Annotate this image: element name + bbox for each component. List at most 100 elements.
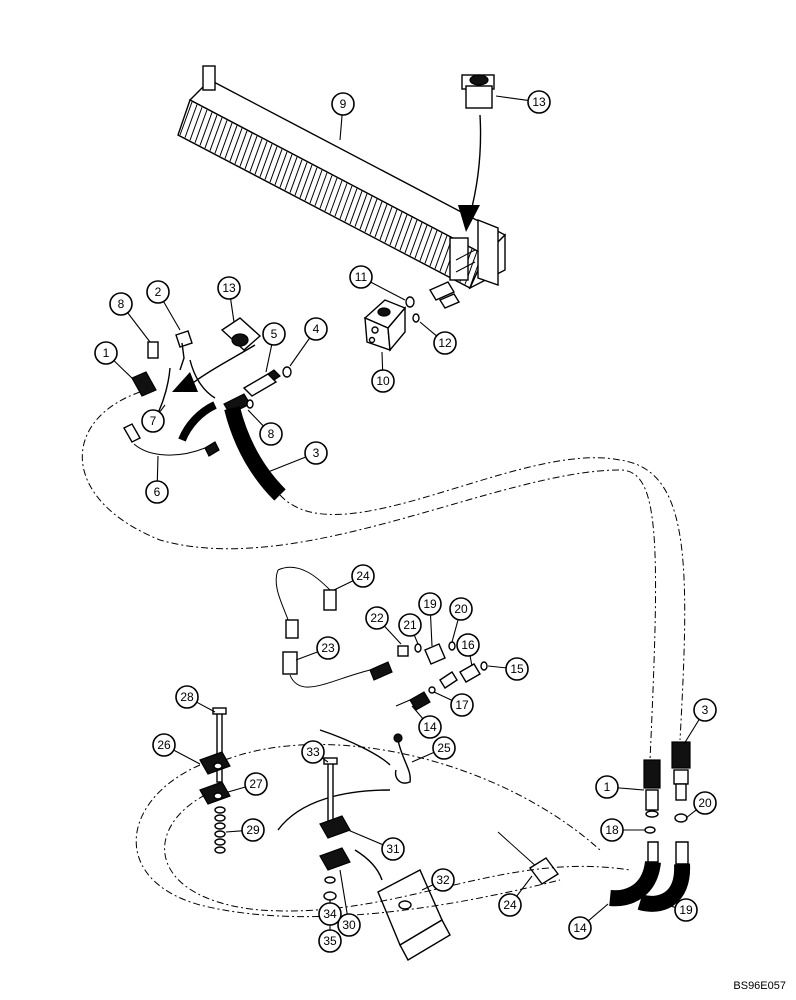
evaporator-fin — [404, 219, 418, 254]
drawing-reference-code: BS96E057 — [733, 980, 786, 992]
evaporator-fin — [204, 114, 218, 149]
callout-29: 29 — [241, 818, 265, 842]
callout-15: 15 — [505, 657, 529, 681]
callout-number: 15 — [510, 662, 524, 676]
leader-line — [617, 787, 645, 791]
callout-21: 21 — [398, 613, 422, 637]
evaporator-fin — [289, 159, 303, 193]
callout-number: 6 — [154, 485, 161, 499]
callout-circle — [449, 597, 473, 621]
evaporator-fin — [394, 214, 408, 248]
callout-25: 25 — [432, 736, 456, 760]
leader-line — [267, 456, 306, 473]
callout-1: 1 — [595, 775, 619, 799]
callout-number: 14 — [573, 921, 587, 935]
leader-line — [225, 830, 243, 833]
leader-line — [419, 321, 437, 337]
callout-number: 8 — [118, 297, 125, 311]
callout-circle — [456, 633, 480, 657]
leader-line — [173, 749, 201, 765]
leader-line — [321, 757, 329, 763]
callout-number: 20 — [698, 796, 712, 810]
callout-circle — [318, 929, 342, 953]
callout-19: 19 — [418, 592, 442, 616]
evaporator-fin — [224, 125, 238, 159]
leader-line — [370, 281, 406, 301]
harness-24 — [275, 566, 337, 639]
washers-29 — [214, 806, 226, 854]
callout-34: 34 — [318, 902, 342, 926]
evaporator-fin — [389, 211, 403, 246]
callout-number: 14 — [423, 720, 437, 734]
callout-circle — [418, 592, 442, 616]
callout-number: 9 — [340, 97, 347, 111]
callout-19: 19 — [674, 898, 698, 922]
callout-9: 9 — [331, 92, 355, 116]
evaporator-fin — [189, 107, 203, 141]
leader-line — [265, 344, 273, 373]
evaporator-fin — [274, 151, 288, 185]
evaporator-fin — [409, 222, 423, 256]
callout-number: 20 — [454, 602, 468, 616]
callout-circle — [301, 740, 325, 764]
callout-1: 1 — [94, 341, 118, 365]
callout-circle — [595, 775, 619, 799]
route-lower-3 — [224, 744, 601, 851]
hose-end-1 — [643, 759, 661, 818]
callout-circle — [505, 657, 529, 681]
leader-line — [433, 691, 453, 701]
hose-fitting-5 — [242, 369, 281, 397]
insertion-arrow — [469, 114, 482, 216]
evaporator-fin — [434, 235, 448, 269]
evaporator-fin — [399, 217, 413, 251]
callout-number: 13 — [222, 281, 236, 295]
callout-circle — [141, 409, 165, 433]
callout-number: 32 — [436, 873, 450, 887]
callout-8: 8 — [109, 292, 133, 316]
callout-12: 12 — [433, 331, 457, 355]
curved-arrow-30 — [354, 849, 383, 881]
leader-line — [127, 312, 151, 343]
evaporator-fin — [429, 232, 443, 267]
evaporator-fin — [244, 135, 258, 170]
callout-number: 26 — [157, 738, 171, 752]
callout-number: 8 — [268, 427, 275, 441]
callout-circle — [693, 698, 717, 722]
evaporator-fin — [234, 130, 248, 164]
evaporator-fin — [309, 169, 323, 204]
evaporator-fin — [239, 133, 253, 167]
leader-line — [683, 719, 700, 745]
callout-4: 4 — [304, 317, 328, 341]
callout-circle — [318, 902, 342, 926]
hose-3-upper — [224, 405, 286, 501]
bracket-32 — [377, 869, 451, 961]
evaporator-fin — [319, 175, 333, 209]
callout-circle — [304, 441, 328, 465]
callout-number: 28 — [180, 690, 194, 704]
leader-line — [113, 360, 135, 381]
evaporator-fin — [219, 122, 233, 157]
callout-20: 20 — [449, 597, 473, 621]
leader-line — [384, 625, 402, 645]
callout-35: 35 — [318, 929, 342, 953]
callout-number: 33 — [306, 745, 320, 759]
callout-6: 6 — [145, 480, 169, 504]
expansion-valve — [363, 299, 407, 352]
leader-line — [429, 614, 433, 647]
callout-number: 19 — [423, 597, 437, 611]
callout-14: 14 — [568, 916, 592, 940]
callout-number: 17 — [455, 698, 469, 712]
leader-line — [451, 619, 459, 643]
callout-circle — [432, 736, 456, 760]
o-ring-11 — [405, 296, 415, 308]
leader-line — [421, 884, 434, 891]
callout-number: 24 — [356, 569, 370, 583]
evaporator-fin — [334, 183, 348, 217]
evaporator-fin — [254, 141, 268, 175]
callout-circle — [693, 791, 717, 815]
evaporator-fin — [359, 196, 373, 230]
clamp-30 — [319, 847, 351, 871]
evaporator-fin — [194, 109, 208, 144]
callout-33: 33 — [301, 740, 325, 764]
callout-number: 24 — [503, 898, 517, 912]
